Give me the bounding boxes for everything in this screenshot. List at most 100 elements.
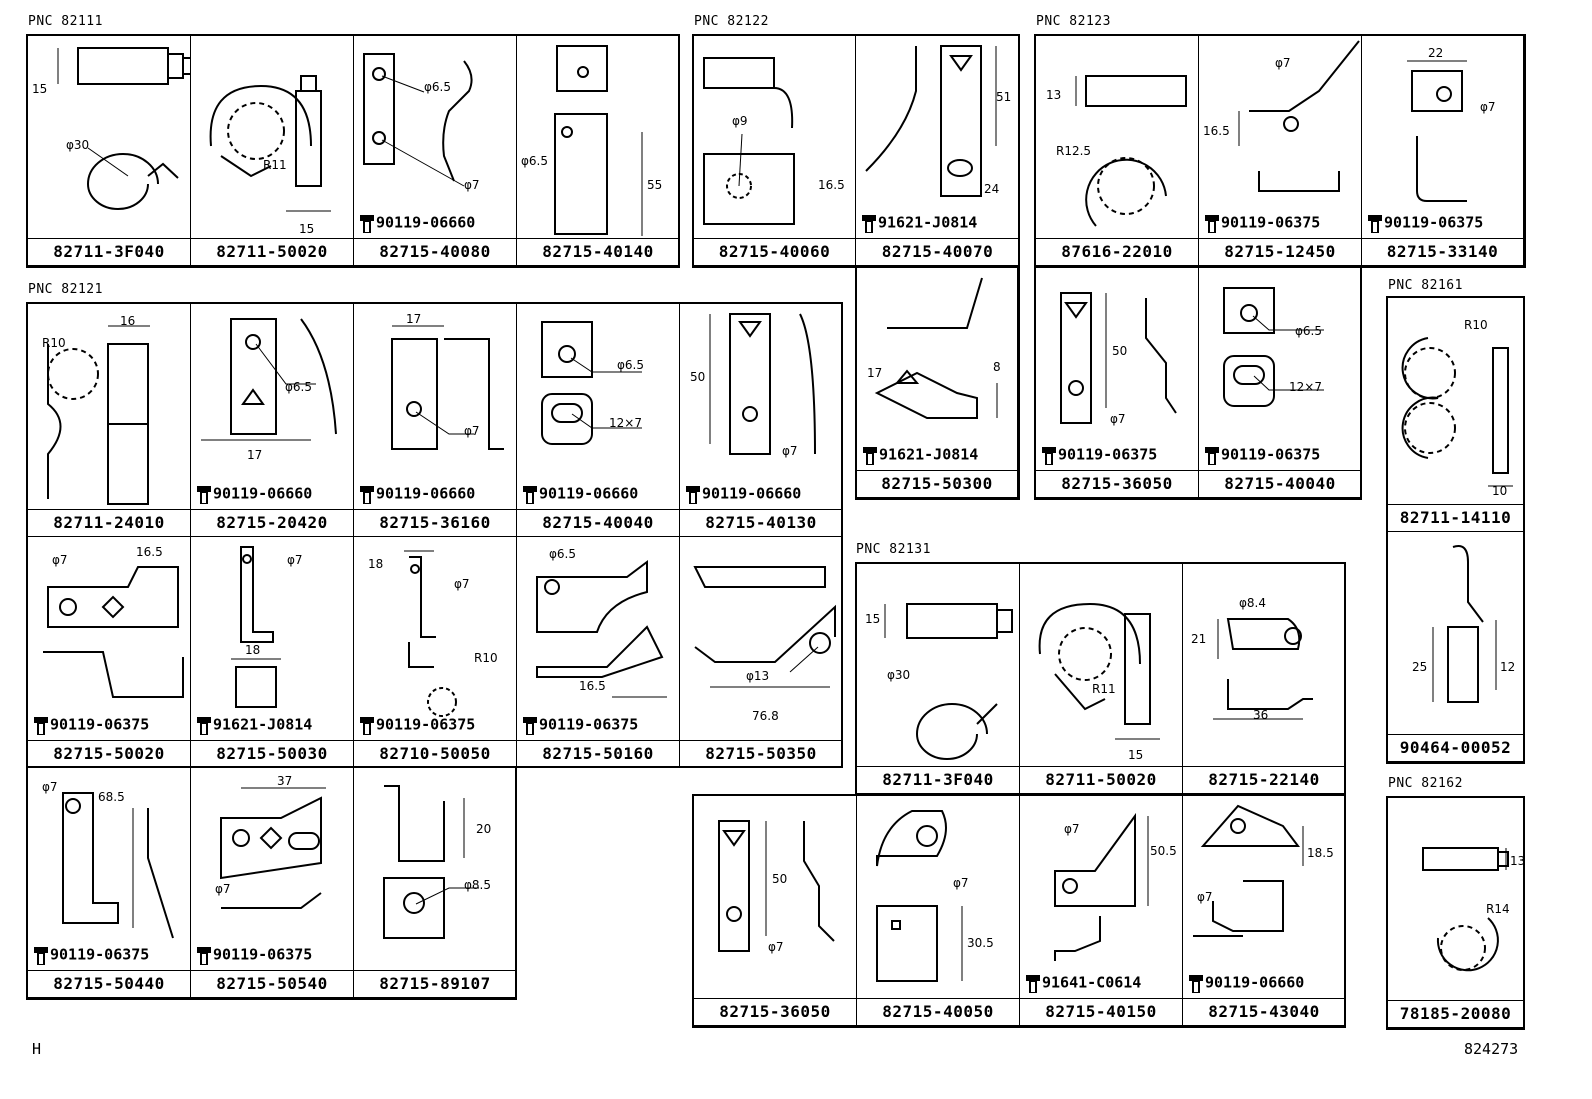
part-cell[interactable]: 50 φ7 90119-06660 82715-40130 — [680, 304, 843, 537]
group-82123-lower: 50 φ7 90119-06375 82715-36050 φ6.5 12×7 … — [1034, 266, 1362, 500]
part-cell[interactable]: φ6.5 φ7 90119-06660 82715-40080 — [354, 36, 517, 266]
dim-label: 17 — [867, 366, 883, 380]
part-cell[interactable]: φ7 18 91621-J0814 82715-50030 — [191, 537, 354, 768]
clamp-drawing — [57, 47, 190, 210]
dim-label: 50.5 — [1150, 844, 1177, 858]
part-cell[interactable]: 50 φ7 82715-36050 — [694, 796, 857, 1026]
dim-label: 10 — [1492, 484, 1508, 498]
dim-label: 55 — [647, 178, 663, 192]
bolt-part-number: 90119-06660 — [1205, 973, 1305, 992]
part-cell[interactable]: φ13 76.8 82715-50350 — [680, 537, 843, 768]
clamp-drawing — [884, 603, 1013, 760]
bolt-part-number: 90119-06375 — [213, 945, 313, 964]
dim-label: φ7 — [464, 424, 480, 438]
dim-label: φ7 — [42, 780, 58, 794]
group-82122: φ9 16.5 82715-40060 51 24 91621-J0814 82… — [692, 34, 1020, 268]
dim-label: 17 — [406, 312, 422, 326]
part-cell[interactable]: 17 φ7 90119-06660 82715-36160 — [354, 304, 517, 537]
part-cell[interactable]: 37 φ7 90119-06375 82715-50540 — [191, 768, 354, 998]
bolt-callout: 90119-06660 — [195, 484, 312, 505]
part-cell[interactable]: φ8.4 21 36 82715-22140 — [1183, 564, 1346, 794]
bolt-icon — [197, 947, 211, 966]
dim-label: R11 — [263, 158, 287, 172]
dim-label: 12×7 — [609, 416, 642, 430]
bracket-drawing — [865, 45, 997, 197]
pnc-label-82131: PNC 82131 — [856, 542, 931, 557]
bolt-callout: 90119-06375 — [32, 945, 149, 966]
bolt-part-number: 90119-06375 — [50, 715, 150, 734]
bracket-drawing — [703, 57, 795, 225]
part-cell[interactable]: φ6.5 17 90119-06660 82715-20420 — [191, 304, 354, 537]
dim-label: 18 — [368, 557, 384, 571]
dim-label: φ7 — [1110, 412, 1126, 426]
bolt-part-number: 91621-J0814 — [878, 213, 978, 232]
part-cell[interactable]: 13 R14 78185-20080 — [1388, 798, 1523, 1028]
part-cell[interactable]: R11 15 82711-50020 — [191, 36, 354, 266]
dim-label: R10 — [474, 651, 498, 665]
part-cell[interactable]: φ7 16.5 90119-06375 82715-50020 — [28, 537, 191, 768]
dim-label: 30.5 — [967, 936, 994, 950]
part-cell[interactable]: φ6.5 16.5 90119-06375 82715-50160 — [517, 537, 680, 768]
part-number: 82715-50160 — [517, 740, 679, 767]
bolt-callout: 90119-06375 — [32, 715, 150, 736]
bracket-drawing — [536, 560, 667, 698]
dim-label: φ30 — [887, 668, 911, 682]
dim-label: 21 — [1191, 632, 1207, 646]
bracket-drawing — [1193, 804, 1304, 937]
part-cell[interactable]: φ7 16.5 90119-06375 82715-12450 — [1199, 36, 1362, 266]
part-cell[interactable]: 22 φ7 90119-06375 82715-33140 — [1362, 36, 1524, 266]
bolt-callout: 90119-06375 — [358, 715, 475, 736]
bolt-part-number: 90119-06660 — [539, 484, 639, 503]
bolt-icon — [34, 717, 48, 736]
bracket-drawing — [1407, 60, 1467, 202]
dim-label: R10 — [42, 336, 66, 350]
part-cell[interactable]: φ6.5 55 82715-40140 — [517, 36, 680, 266]
part-number: 90464-00052 — [1388, 734, 1523, 761]
dim-label: φ30 — [66, 138, 90, 152]
part-cell[interactable]: φ6.5 12×7 90119-06660 82715-40040 — [517, 304, 680, 537]
dim-label: 15 — [32, 82, 48, 96]
part-cell[interactable]: φ7 30.5 82715-40050 — [857, 796, 1020, 1026]
bolt-icon — [862, 215, 876, 234]
bolt-callout: 90119-06660 — [521, 484, 639, 505]
part-cell[interactable]: 20 φ8.5 82715-89107 — [354, 768, 517, 998]
dim-label: 50 — [1112, 344, 1128, 358]
dim-label: 16.5 — [579, 679, 606, 693]
part-cell[interactable]: φ6.5 12×7 90119-06375 82715-40040 — [1199, 268, 1362, 498]
part-cell[interactable]: 15 φ30 82711-3F040 — [28, 36, 191, 266]
part-cell[interactable]: 18 φ7 R10 90119-06375 82710-50050 — [354, 537, 517, 768]
part-cell[interactable]: 13 R12.5 87616-22010 — [1036, 36, 1199, 266]
group-82121: R10 16 82711-24010 φ6.5 17 90119-06660 8… — [26, 302, 843, 768]
part-cell[interactable]: 15 φ30 82711-3F040 — [857, 564, 1020, 794]
part-number: 82715-20420 — [191, 509, 353, 536]
part-cell[interactable]: φ7 68.5 90119-06375 82715-50440 — [28, 768, 191, 998]
dim-label: φ6.5 — [424, 80, 451, 94]
pnc-label-82161: PNC 82161 — [1388, 278, 1463, 293]
part-cell[interactable]: 18.5 φ7 90119-06660 82715-43040 — [1183, 796, 1346, 1026]
dim-label: φ8.4 — [1239, 596, 1266, 610]
dim-label: 76.8 — [752, 709, 779, 723]
bracket-drawing — [874, 277, 998, 419]
dim-label: φ6.5 — [521, 154, 548, 168]
bracket-drawing — [363, 53, 473, 187]
bracket-drawing — [1213, 618, 1313, 720]
dim-label: 15 — [1128, 748, 1144, 762]
dim-label: φ9 — [732, 114, 748, 128]
part-cell[interactable]: R10 16 82711-24010 — [28, 304, 191, 537]
pnc-label-82111: PNC 82111 — [28, 14, 103, 29]
part-cell[interactable]: R11 15 82711-50020 — [1020, 564, 1183, 794]
part-cell[interactable]: 25 12 90464-00052 — [1388, 532, 1523, 762]
part-cell[interactable]: φ9 16.5 82715-40060 — [694, 36, 856, 266]
dim-label: φ13 — [746, 669, 770, 683]
bolt-part-number: 90119-06375 — [1221, 213, 1321, 232]
dim-label: φ6.5 — [617, 358, 644, 372]
part-cell[interactable]: 50 φ7 90119-06375 82715-36050 — [1036, 268, 1199, 498]
part-cell[interactable]: 51 24 91621-J0814 82715-40070 — [856, 36, 1020, 266]
dim-label: 17 — [247, 448, 263, 462]
group-82131-lower: 50 φ7 82715-36050 φ7 30.5 82715-40050 φ7… — [692, 794, 1346, 1028]
part-cell[interactable]: 17 8 91621-J0814 82715-50300 — [857, 268, 1018, 498]
part-number: 82715-36160 — [354, 509, 516, 536]
dim-label: R10 — [1464, 318, 1488, 332]
part-cell[interactable]: R10 10 82711-14110 — [1388, 298, 1523, 532]
part-cell[interactable]: φ7 50.5 91641-C0614 82715-40150 — [1020, 796, 1183, 1026]
